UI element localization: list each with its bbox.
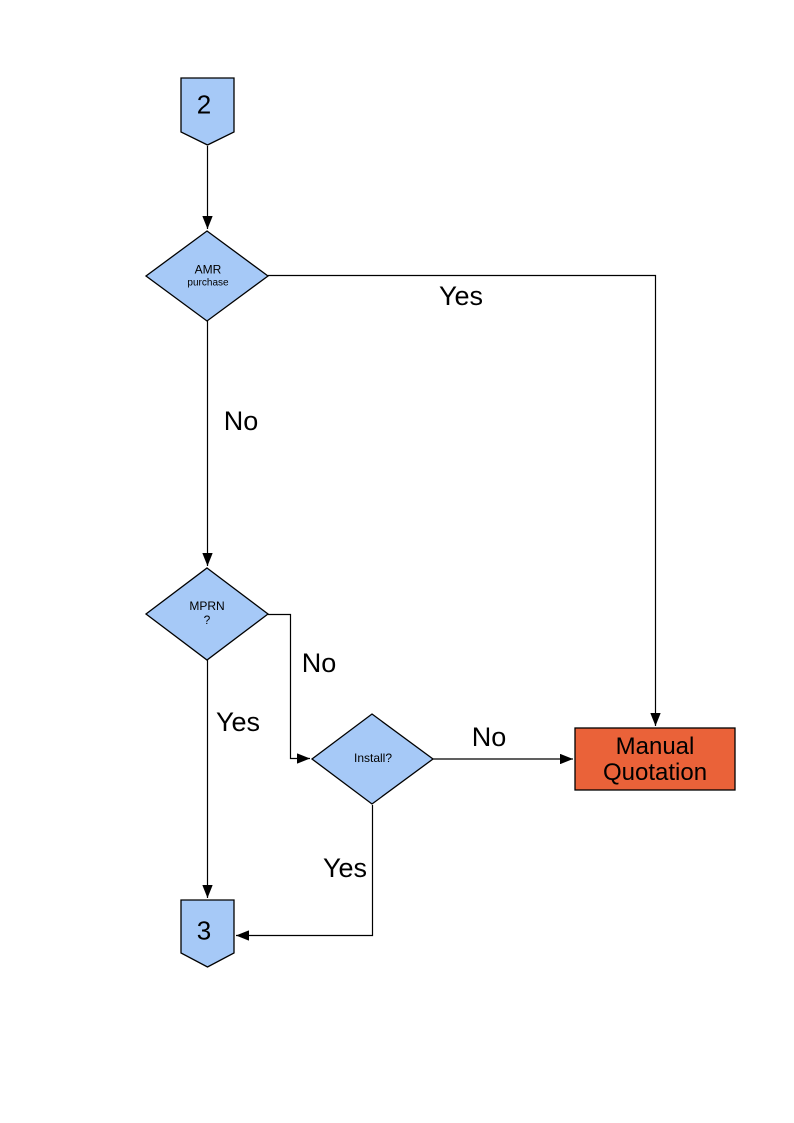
edge-install-yes-to-connector3: [236, 805, 374, 941]
manual-quotation-shape: [574, 727, 736, 791]
mprn-decision-label-line2: ?: [203, 613, 211, 627]
amr-decision-label-line2: purchase: [187, 277, 229, 289]
manual-quotation-label-line2: Quotation: [602, 759, 708, 786]
install-decision-shape: [310, 713, 435, 805]
edge-label-amr-yes: Yes: [438, 280, 484, 311]
edge-mprn-no-to-install: [268, 613, 310, 764]
edge-label-amr-no: No: [223, 405, 259, 436]
mprn-decision-label-line1: MPRN: [189, 599, 225, 614]
mprn-decision-shape: [144, 567, 270, 661]
connector-2-label: 2: [196, 89, 212, 120]
mprn-decision-label: MPRN ?: [189, 599, 225, 628]
amr-decision-label: AMR purchase: [187, 262, 229, 289]
connector-2-shape: [180, 77, 235, 146]
manual-quotation-label: Manual Quotation: [603, 734, 707, 786]
manual-quotation-label-line1: Manual: [615, 733, 695, 760]
amr-decision-label-line1: AMR: [194, 262, 222, 277]
connector-3-shape: [180, 899, 235, 968]
edge-label-install-no: No: [471, 721, 507, 752]
amr-decision-shape: [144, 230, 270, 322]
install-decision-label: Install?: [353, 751, 393, 766]
connector-3-label: 3: [196, 915, 212, 946]
edge-label-mprn-no: No: [301, 647, 337, 678]
edge-label-mprn-yes: Yes: [215, 706, 261, 737]
edge-label-install-yes: Yes: [322, 852, 368, 883]
edge-amr-yes-to-manual: [268, 274, 661, 726]
